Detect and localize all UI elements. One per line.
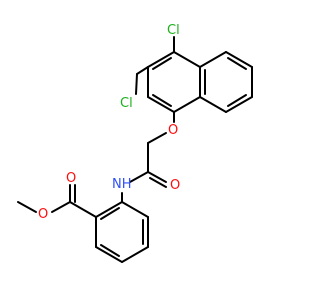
bond bbox=[121, 246, 149, 263]
oxygen-label: O bbox=[170, 178, 180, 193]
bond bbox=[69, 201, 97, 218]
bond bbox=[100, 244, 120, 257]
chlorine-label: Cl bbox=[120, 96, 133, 111]
bond bbox=[227, 57, 247, 70]
bond bbox=[147, 171, 167, 183]
oxygen-label: O bbox=[66, 171, 76, 186]
bond bbox=[173, 96, 201, 113]
bond bbox=[147, 132, 167, 144]
structure-svg: Cl Cl O O NH O O bbox=[17, 23, 253, 263]
bond bbox=[199, 96, 227, 113]
bond bbox=[100, 207, 120, 220]
bond bbox=[173, 51, 201, 68]
oxygen-label: O bbox=[38, 207, 48, 222]
bond bbox=[95, 246, 123, 263]
bond bbox=[152, 94, 172, 107]
bond bbox=[225, 51, 253, 68]
nitrogen-label: NH bbox=[112, 177, 132, 192]
bond bbox=[152, 57, 172, 70]
bond bbox=[135, 73, 138, 95]
bond bbox=[147, 96, 175, 113]
bond bbox=[17, 201, 37, 213]
bond bbox=[149, 177, 167, 188]
bond bbox=[136, 66, 149, 75]
bond bbox=[51, 201, 71, 213]
bond bbox=[129, 171, 149, 183]
molecule-diagram: Cl Cl O O NH O O bbox=[17, 23, 253, 263]
bond bbox=[147, 51, 175, 68]
oxygen-label: O bbox=[168, 123, 178, 138]
bond bbox=[225, 96, 253, 113]
bond bbox=[227, 94, 247, 107]
bond bbox=[121, 201, 149, 218]
bond bbox=[199, 51, 227, 68]
chlorine-label: Cl bbox=[167, 23, 180, 38]
bond bbox=[95, 201, 123, 218]
